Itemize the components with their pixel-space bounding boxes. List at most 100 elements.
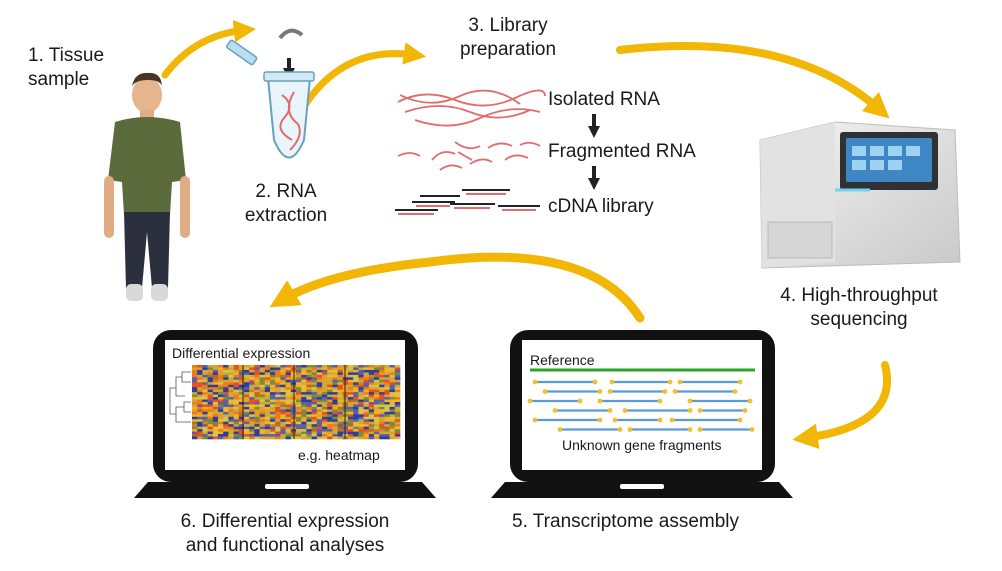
heatmap-cell [233,379,240,383]
heatmap-cell [218,374,224,378]
heatmap-cell [238,394,245,398]
heatmap-cell [389,409,396,413]
heatmap-cell [332,411,338,415]
heatmap-cell [363,409,370,413]
heatmap-cell [368,421,375,425]
heatmap-cell [192,419,198,423]
heatmap-cell [384,392,390,395]
heatmap-cell [374,416,380,420]
heatmap-cell [275,421,281,425]
heatmap-cell [301,404,307,408]
heatmap-cell [212,429,219,432]
heatmap-cell [192,369,198,373]
heatmap-cell [311,429,318,432]
heatmap-cell [238,365,245,368]
heatmap-cell [264,369,271,373]
heatmap-cell [363,431,370,435]
heatmap-cell [348,419,354,423]
heatmap-cell [311,389,318,393]
heatmap-cell [197,397,203,400]
heatmap-cell [389,434,396,437]
gene-fragments [527,379,755,432]
heatmap-cell [337,426,344,430]
heatmap-cell [322,434,328,437]
heatmap-cell [394,384,401,388]
heatmap-cell [202,379,208,383]
heatmap-cell [275,372,281,376]
heatmap-cell [316,365,323,368]
heatmap-cell [353,419,359,423]
heatmap-cell [223,394,229,398]
heatmap-cell [285,419,292,423]
heatmap-cell [228,421,234,425]
heatmap-cell [327,369,333,373]
heatmap-cell [342,367,349,371]
heatmap-cell [363,419,370,423]
heatmap-cell [379,365,385,368]
heatmap-cell [332,409,338,413]
heatmap-cell [280,429,286,432]
heatmap-cell [363,377,370,381]
heatmap-cell [223,397,229,400]
heatmap-cell [249,365,255,368]
fragment-tip [687,427,693,432]
heatmap-cell [384,372,390,376]
heatmap-cell [249,382,255,386]
heatmap-cell [301,367,307,371]
heatmap-cell [368,429,375,432]
heatmap-cell [394,369,401,373]
heatmap-cell [238,377,245,381]
heatmap-cell [322,436,328,440]
heatmap-cell [394,424,401,427]
heatmap-cell [238,431,245,435]
heatmap-cell [254,397,260,400]
heatmap-cell [202,414,208,418]
heatmap-cell [311,436,318,440]
heatmap-cell [259,394,266,398]
heatmap-cell [233,411,240,415]
heatmap-cell [296,406,302,410]
heatmap-cell [316,397,323,400]
heatmap-cell [244,406,250,410]
heatmap-cell [275,419,281,423]
heatmap-cell [223,387,229,390]
heatmap-cell [280,389,286,393]
heatmap-cell [244,436,250,440]
heatmap-cell [264,394,271,398]
heatmap-cell [342,402,349,405]
heatmap-cell [306,377,312,381]
heatmap-cell [285,399,292,403]
heatmap-cell [353,394,359,398]
fragment-tip [532,417,538,423]
heatmap-cell [301,369,307,373]
heatmap-cell [192,402,198,405]
heatmap-cell [353,421,359,425]
heatmap-cell [249,419,255,423]
heatmap-cell [270,377,276,381]
heatmap-cell [384,404,390,408]
heatmap-cell [368,384,375,388]
heatmap-cell [249,434,255,437]
heatmap-cell [311,399,318,403]
heatmap-cell [348,426,354,430]
heatmap-cell [249,392,255,395]
heatmap-cell [197,387,203,390]
heatmap-cell [327,411,333,415]
heatmap-cell [353,414,359,418]
fragment-tip [732,389,738,394]
heatmap-cell [322,374,328,378]
heatmap-cell [368,431,375,435]
heatmap-cell [363,411,370,415]
heatmap-cell [197,416,203,420]
heatmap-cell [394,404,401,408]
heatmap-cell [296,404,302,408]
heatmap-cell [301,411,307,415]
heatmap-cell [296,399,302,403]
heatmap-cell [197,426,203,430]
heatmap-cell [244,365,250,368]
heatmap-cell [202,429,208,432]
heatmap-cell [249,387,255,390]
heatmap-cell [192,406,198,410]
heatmap-cell [197,389,203,393]
heatmap-cell [394,434,401,437]
